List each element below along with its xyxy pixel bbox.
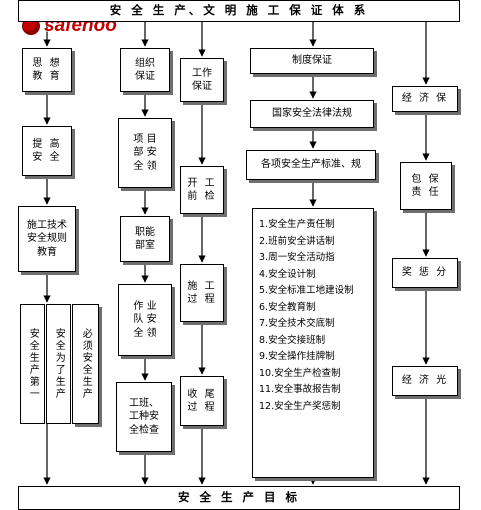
regulation-item: 8.安全交接班制 (259, 334, 326, 346)
node-bixu-anquan: 必须安全生产 (72, 304, 99, 424)
node-label: 安全生产第一 (27, 328, 39, 400)
node-tigao-anquan: 提 高 安 全 (22, 126, 72, 176)
node-label: 奖 惩 分 (401, 267, 449, 279)
regulation-list: 1.安全生产责任制 2.班前安全讲话制 3.周一安全活动指 4.安全设计制 5.安全标准… (252, 208, 374, 478)
node-label: 经 济 保 (401, 93, 449, 105)
node-zhidu-baozheng: 制度保证 (250, 48, 374, 74)
node-shigong-jishu: 施工技术 安全规则 教育 (18, 206, 76, 272)
node-label: 施 工 过 程 (187, 280, 217, 306)
node-label: 工班、 工种安 全检查 (129, 397, 159, 436)
node-kaigong-qianjian: 开 工 前 检 (180, 166, 224, 214)
node-jiang-peifen: 奖 惩 分 (392, 258, 458, 288)
regulation-item: 9.安全操作挂牌制 (259, 351, 335, 362)
node-xiangmubu: 项 目 部 安 全 领 (118, 118, 172, 188)
node-label: 思 想 教 育 (32, 57, 62, 83)
node-anquan-weile: 安全为了生产 (46, 304, 71, 424)
node-label: 开 工 前 检 (187, 177, 217, 203)
regulation-items: 1.安全生产责任制 2.班前安全讲话制 3.周一安全活动指 4.安全设计制 5.安全标准… (253, 209, 354, 415)
regulation-item: 1.安全生产责任制 (259, 219, 335, 230)
regulation-item: 6.安全教育制 (259, 301, 316, 313)
node-label: 组织 保证 (135, 57, 155, 83)
node-label: 必须安全生产 (80, 328, 92, 400)
node-label: 制度保证 (292, 55, 332, 67)
node-bao-gan-ze-ren: 包 保 责 任 (400, 162, 452, 210)
node-anquan-diyi: 安全生产第一 (20, 304, 45, 424)
regulation-item: 12.安全生产奖惩制 (259, 400, 341, 412)
node-label: 施工技术 安全规则 教育 (27, 219, 67, 258)
title-banner: 安 全 生 产、文 明 施 工 保 证 体 系 (18, 0, 460, 22)
node-guojia-fagui: 国家安全法律法规 (250, 100, 374, 128)
node-label: 经 济 光 (401, 375, 449, 387)
node-shouwei-guocheng: 收 尾 过 程 (180, 376, 224, 426)
regulation-item: 7.安全技术交底制 (259, 318, 335, 329)
node-jingji-guang: 经 济 光 (392, 366, 458, 396)
node-label: 包 保 责 任 (411, 173, 441, 199)
node-zhineng-bushi: 职能 部室 (120, 216, 170, 262)
node-label: 安全为了生产 (53, 328, 65, 400)
node-zuzhi-baozheng: 组织 保证 (120, 48, 170, 92)
goal-banner: 安 全 生 产 目 标 (18, 486, 460, 510)
regulation-item: 5.安全标准工地建设制 (259, 285, 354, 296)
node-shigong-guocheng: 施 工 过 程 (180, 264, 224, 322)
node-gongzuo-baozheng: 工作 保证 (180, 58, 224, 102)
regulation-item: 11.安全事故报告制 (259, 384, 341, 395)
regulation-item: 3.周一安全活动指 (259, 252, 335, 263)
regulation-item: 4.安全设计制 (259, 268, 316, 280)
node-label: 作 业 队 安 全 领 (133, 300, 157, 339)
node-label: 国家安全法律法规 (272, 108, 352, 120)
goal-label: 安 全 生 产 目 标 (177, 490, 301, 505)
node-label: 项 目 部 安 全 领 (133, 133, 157, 172)
node-zuoye-dui: 作 业 队 安 全 领 (118, 284, 172, 356)
node-label: 工作 保证 (192, 67, 212, 93)
node-label: 职能 部室 (135, 226, 155, 252)
node-sixiang-jiaoyu: 思 想 教 育 (22, 48, 72, 92)
node-label: 提 高 安 全 (32, 138, 62, 164)
node-gongban-jiancha: 工班、 工种安 全检查 (116, 382, 172, 452)
node-jingji-bao: 经 济 保 (392, 86, 458, 112)
node-biaozhun-guifan: 各项安全生产标准、规 (246, 150, 376, 180)
node-label: 各项安全生产标准、规 (261, 159, 361, 171)
node-label: 收 尾 过 程 (187, 388, 217, 414)
regulation-item: 10.安全生产检查制 (259, 367, 341, 379)
regulation-item: 2.班前安全讲话制 (259, 235, 335, 247)
page-title: 安 全 生 产、文 明 施 工 保 证 体 系 (109, 3, 369, 18)
